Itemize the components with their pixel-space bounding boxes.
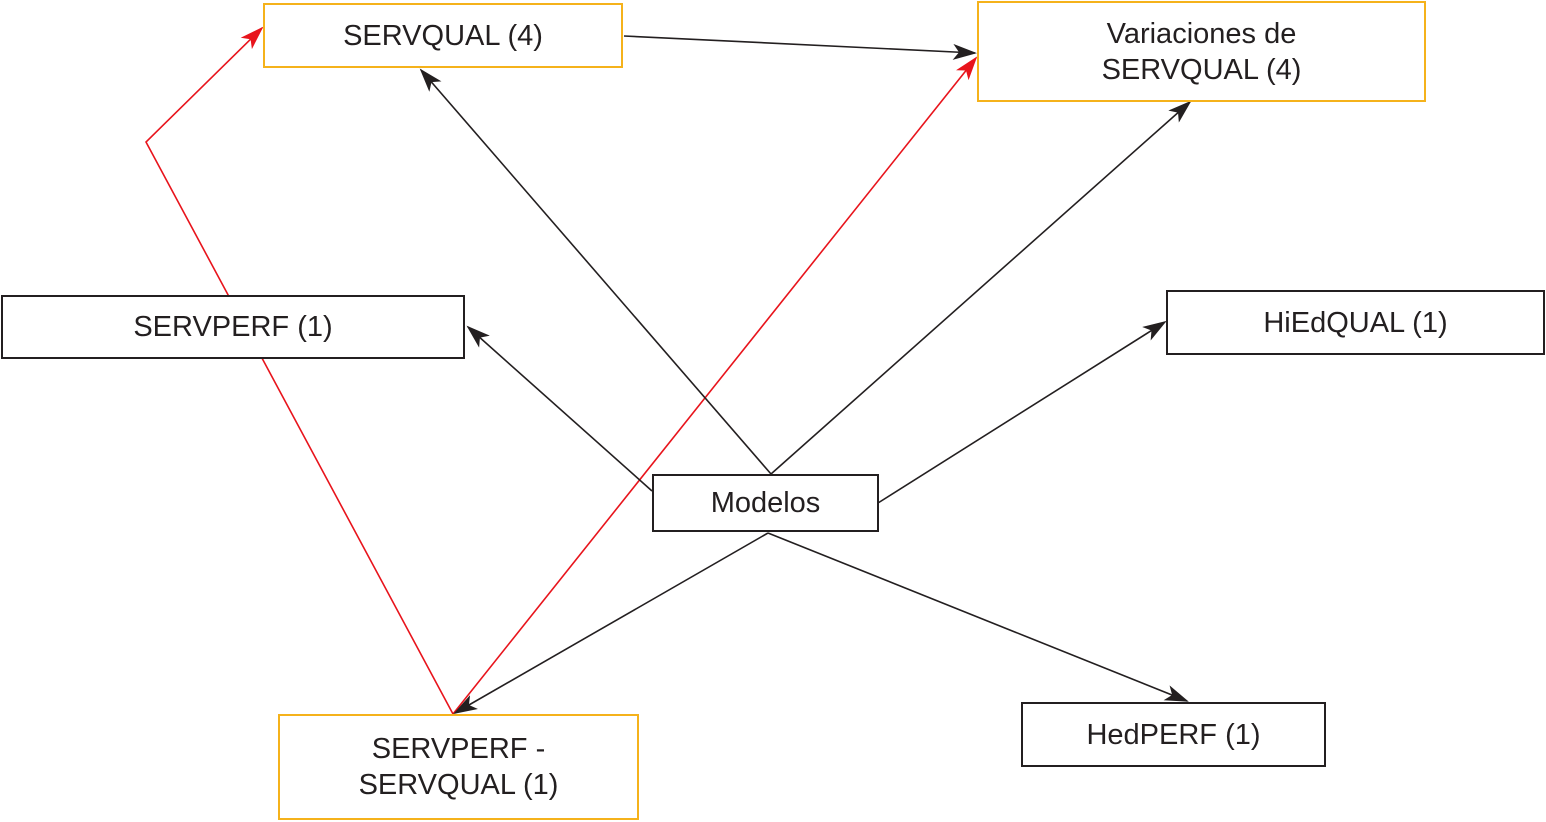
node-hiedqual-label: HiEdQUAL (1) [1263, 306, 1448, 339]
edge-modelos-to-servperf-servqual [453, 532, 769, 714]
node-modelos-label: Modelos [710, 487, 821, 519]
node-servqual: SERVQUAL (4) [263, 3, 623, 68]
node-hiedqual: HiEdQUAL (1) [1166, 290, 1545, 355]
edge-modelos-to-servqual [419, 68, 772, 475]
node-hedperf-label: HedPERF (1) [1086, 718, 1261, 751]
node-variaciones-label-line-2: SERVQUAL (4) [1101, 53, 1302, 86]
node-variaciones-label-line-1: Variaciones de [1106, 17, 1297, 50]
node-servperf-servqual-label-line-1: SERVPERF - [371, 733, 546, 765]
edge-modelos-to-hedperf [767, 532, 1189, 702]
edge-servperf-servqual-to-variaciones [452, 56, 978, 715]
node-servqual-label: SERVQUAL (4) [343, 19, 543, 52]
node-servperf-servqual: SERVPERF - SERVQUAL (1) [278, 714, 639, 820]
node-hedperf: HedPERF (1) [1021, 702, 1326, 767]
edge-servqual-to-variaciones [623, 35, 977, 60]
node-modelos: Modelos [652, 474, 879, 532]
node-servperf-label: SERVPERF (1) [133, 311, 333, 343]
edge-modelos-to-hiedqual [877, 320, 1167, 504]
edge-servperf-servqual-to-servqual [145, 26, 454, 715]
edge-modelos-to-servperf [466, 325, 653, 492]
edge-modelos-to-variaciones [770, 100, 1192, 475]
node-servperf: SERVPERF (1) [1, 295, 465, 359]
node-servperf-servqual-label-line-2: SERVQUAL (1) [358, 769, 559, 801]
node-variaciones-servqual: Variaciones de SERVQUAL (4) [977, 1, 1426, 102]
